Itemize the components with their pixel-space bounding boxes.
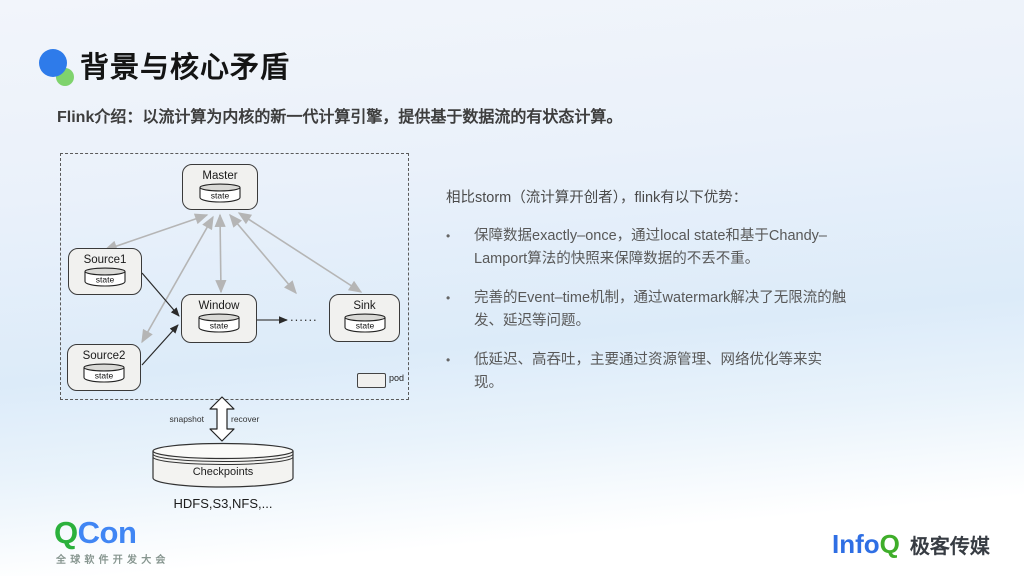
state-cylinder-icon: state: [199, 183, 241, 203]
qcon-tagline: 全球软件开发大会: [56, 555, 170, 566]
page-title: 背景与核心矛盾: [80, 52, 291, 84]
state-label: state: [96, 275, 115, 285]
node-label: Window: [198, 300, 240, 312]
flink-architecture-diagram: Master state Source1 state Source2 state: [60, 153, 409, 400]
ellipsis-dots: ......: [290, 309, 318, 324]
list-item: • 完善的Event–time机制，通过watermark解决了无限流的触发、延…: [446, 287, 850, 334]
infoq-q-letter: Q: [879, 528, 900, 559]
bullet-dot-icon: •: [446, 290, 451, 305]
node-label: Master: [202, 170, 238, 182]
advantage-text: 低延迟、高吞吐，主要通过资源管理、网络优化等来实现。: [474, 351, 822, 392]
infoq-brand-name: 极客传媒: [909, 536, 990, 558]
snapshot-label: snapshot: [169, 414, 205, 424]
diagram-node-sink: Sink state: [329, 294, 400, 342]
storage-systems-label: HDFS,S3,NFS,...: [173, 496, 273, 511]
list-item: • 保障数据exactly–once，通过local state和基于Chand…: [446, 225, 850, 272]
checkpoints-label: Checkpoints: [193, 466, 254, 478]
bullet-dot-icon: •: [446, 229, 451, 243]
recover-label: recover: [231, 414, 260, 424]
advantage-text: 保障数据exactly–once，通过local state和基于Chandy–…: [474, 228, 827, 268]
pod-legend-box: [357, 373, 386, 388]
qcon-wordmark: QCon: [54, 517, 170, 549]
node-label: Source1: [83, 254, 127, 266]
state-cylinder-icon: state: [83, 363, 125, 383]
state-cylinder-icon: state: [343, 313, 386, 333]
state-label: state: [210, 321, 229, 331]
infoq-info-letters: Info: [832, 528, 880, 559]
diagram-node-window: Window state: [181, 294, 257, 343]
node-label: Source2: [82, 350, 126, 362]
bullet-dot-icon: •: [446, 352, 451, 367]
state-label: state: [211, 191, 230, 201]
diagram-node-master: Master state: [182, 164, 258, 210]
comparison-heading: 相比storm（流计算开创者），flink有以下优势：: [446, 190, 748, 206]
master-control-arrows: [103, 212, 363, 344]
diagram-node-source2: Source2 state: [67, 344, 141, 391]
snapshot-recover-arrow-icon: [209, 396, 235, 442]
qcon-con-letters: Con: [77, 515, 137, 550]
state-cylinder-icon: state: [198, 313, 240, 333]
pod-legend-label: pod: [389, 373, 405, 383]
qcon-logo: QCon 全球软件开发大会: [54, 517, 170, 567]
advantage-list: • 保障数据exactly–once，通过local state和基于Chand…: [446, 225, 850, 396]
list-item: • 低延迟、高吞吐，主要通过资源管理、网络优化等来实现。: [446, 349, 850, 396]
infoq-logo: Info Q 极客传媒: [832, 528, 990, 559]
qcon-q-letter: Q: [54, 515, 78, 550]
checkpoints-cylinder: Checkpoints: [152, 442, 294, 488]
dataflow-arrows: [141, 272, 288, 366]
slide-subtitle: Flink介绍：以流计算为内核的新一代计算引擎，提供基于数据流的有状态计算。: [57, 109, 623, 126]
title-bullet-blue-circle-icon: [39, 49, 67, 77]
advantage-text: 完善的Event–time机制，通过watermark解决了无限流的触发、延迟等…: [474, 289, 847, 330]
state-label: state: [95, 371, 114, 381]
node-label: Sink: [353, 300, 376, 312]
state-label: state: [355, 321, 374, 331]
diagram-arrows-layer: [103, 212, 363, 366]
diagram-node-source1: Source1 state: [68, 248, 142, 295]
state-cylinder-icon: state: [84, 267, 126, 287]
storm-comparison-section: 相比storm（流计算开创者），flink有以下优势： • 保障数据exactl…: [446, 186, 876, 411]
